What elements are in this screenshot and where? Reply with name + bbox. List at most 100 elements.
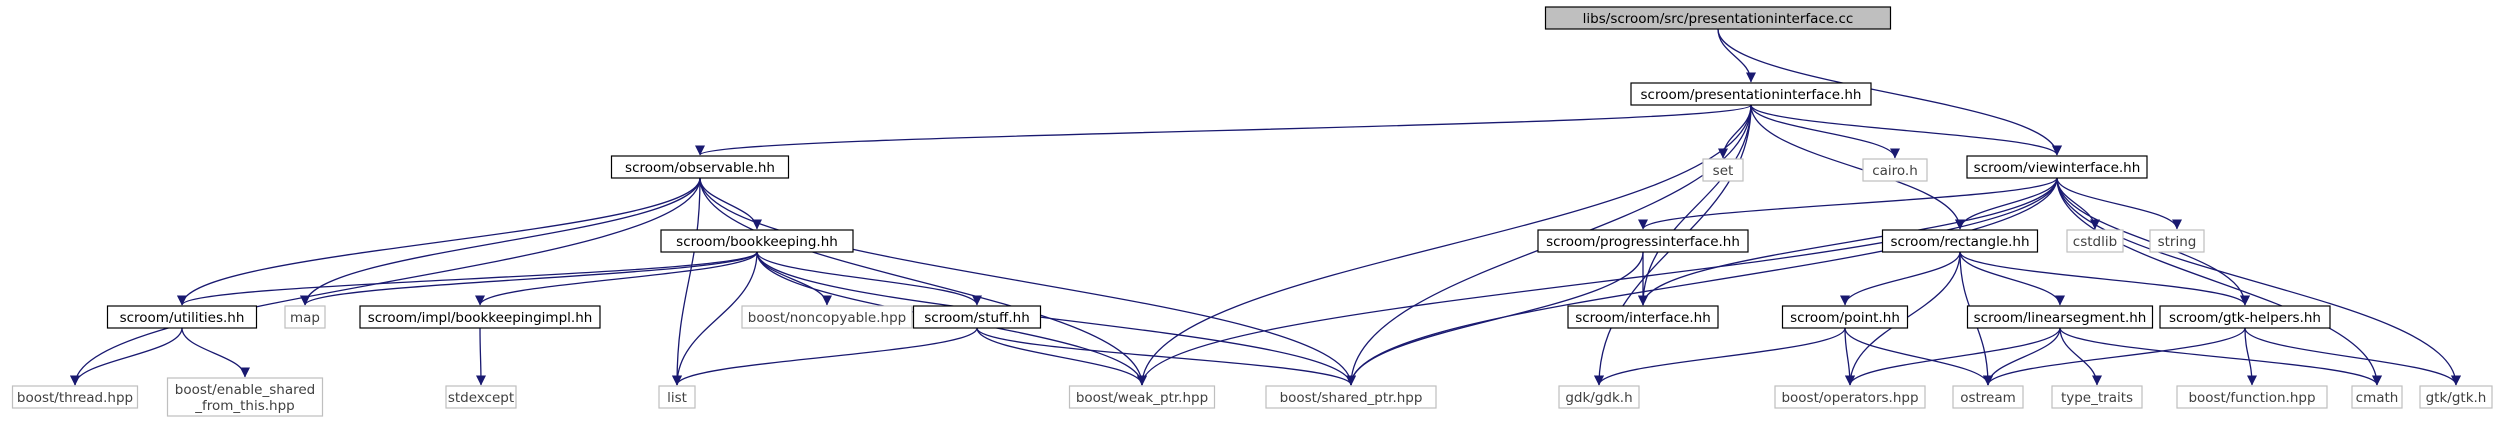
node-box-root bbox=[1544, 6, 1892, 30]
edge-obs-to-weak bbox=[699, 177, 1147, 386]
edge-obs-to-shared bbox=[699, 177, 1356, 386]
node-bkimpl[interactable]: scroom/impl/bookkeepingimpl.hh bbox=[359, 305, 601, 329]
node-label-lineseg: scroom/linearsegment.hh bbox=[1974, 310, 2147, 326]
node-label-obs: scroom/observable.hh bbox=[625, 160, 775, 176]
node-tt: type_traits bbox=[2051, 385, 2143, 409]
node-box-shared bbox=[1265, 385, 1437, 409]
edge-gtkh-to-gtk bbox=[2244, 327, 2461, 386]
edge-obs-to-bk bbox=[699, 177, 762, 230]
node-set: set bbox=[1702, 158, 1744, 182]
edge-root-to-pi bbox=[1717, 28, 1756, 83]
node-label-pi: scroom/presentationinterface.hh bbox=[1641, 87, 1862, 103]
node-cmath: cmath bbox=[2351, 385, 2403, 409]
edge-lineseg-to-tt bbox=[2059, 327, 2102, 386]
edge-gtkh-to-ostream bbox=[1983, 327, 2246, 386]
node-box-stdexcept bbox=[445, 385, 517, 409]
node-rect[interactable]: scroom/rectangle.hh bbox=[1881, 229, 2039, 253]
node-box-thread bbox=[11, 385, 139, 409]
node-box-stuff bbox=[912, 305, 1042, 329]
node-label-cairo: cairo.h bbox=[1872, 163, 1918, 179]
node-label-bkimpl: scroom/impl/bookkeepingimpl.hh bbox=[368, 310, 593, 326]
node-gtk: gtk/gtk.h bbox=[2419, 385, 2493, 409]
node-label-esft-line-1: boost/enable_shared bbox=[175, 382, 315, 398]
edge-util-to-esft bbox=[181, 327, 250, 378]
node-label-stuff: scroom/stuff.hh bbox=[924, 310, 1030, 326]
node-label-tt: type_traits bbox=[2061, 390, 2133, 406]
edge-gtkh-to-func bbox=[2244, 327, 2257, 386]
edge-vi-to-weak bbox=[1137, 177, 2058, 386]
edge-pi-to-weak bbox=[1137, 104, 1752, 386]
node-cstdlib: cstdlib bbox=[2066, 229, 2124, 253]
node-box-map bbox=[284, 305, 326, 329]
node-stuff[interactable]: scroom/stuff.hh bbox=[912, 305, 1042, 329]
node-box-bk bbox=[660, 229, 854, 253]
node-box-iface bbox=[1567, 305, 1719, 329]
node-label-map: map bbox=[290, 310, 320, 326]
node-obs[interactable]: scroom/observable.hh bbox=[610, 155, 790, 179]
node-iface[interactable]: scroom/interface.hh bbox=[1567, 305, 1719, 329]
node-label-gdk: gdk/gdk.h bbox=[1565, 390, 1632, 406]
node-weak: boost/weak_ptr.hpp bbox=[1068, 385, 1216, 409]
node-gdk: gdk/gdk.h bbox=[1558, 385, 1640, 409]
node-label-set: set bbox=[1713, 163, 1734, 179]
node-label-ostream: ostream bbox=[1960, 390, 2016, 406]
node-label-weak: boost/weak_ptr.hpp bbox=[1076, 390, 1208, 406]
node-label-progi: scroom/progressinterface.hh bbox=[1546, 234, 1740, 250]
node-box-bkimpl bbox=[359, 305, 601, 329]
node-box-gtkh bbox=[2159, 305, 2331, 329]
node-box-vi bbox=[1966, 155, 2148, 179]
node-box-util bbox=[106, 305, 258, 329]
edge-lineseg-to-cmath bbox=[2059, 327, 2382, 386]
node-box-obs bbox=[610, 155, 790, 179]
edge-bk-to-stuff bbox=[756, 251, 982, 306]
edge-obs-to-map bbox=[300, 177, 701, 306]
node-label-esft-line-2: _from_this.hpp bbox=[194, 398, 295, 414]
edge-stuff-to-shared bbox=[976, 327, 1356, 386]
node-box-cairo bbox=[1862, 158, 1928, 182]
edges bbox=[70, 28, 2461, 386]
node-label-point: scroom/point.hh bbox=[1790, 310, 1900, 326]
node-label-list: list bbox=[667, 390, 687, 406]
edge-pi-to-vi bbox=[1750, 104, 2062, 156]
node-bk[interactable]: scroom/bookkeeping.hh bbox=[660, 229, 854, 253]
node-box-progi bbox=[1537, 229, 1749, 253]
edge-pi-to-rect bbox=[1750, 104, 1965, 230]
node-util[interactable]: scroom/utilities.hh bbox=[106, 305, 258, 329]
node-label-cstdlib: cstdlib bbox=[2073, 234, 2117, 250]
node-box-lineseg bbox=[1966, 305, 2154, 329]
edge-vi-to-progi bbox=[1638, 177, 2058, 230]
node-noncopy: boost/noncopyable.hpp bbox=[741, 305, 913, 329]
edge-bk-to-map bbox=[300, 251, 758, 306]
edge-obs-to-util bbox=[177, 177, 701, 306]
nodes: libs/scroom/src/presentationinterface.cc… bbox=[11, 6, 2493, 417]
node-label-root: libs/scroom/src/presentationinterface.cc bbox=[1583, 11, 1854, 27]
node-point[interactable]: scroom/point.hh bbox=[1781, 305, 1909, 329]
node-func: boost/function.hpp bbox=[2176, 385, 2328, 409]
node-box-tt bbox=[2051, 385, 2143, 409]
node-pi[interactable]: scroom/presentationinterface.hh bbox=[1630, 82, 1872, 106]
node-gtkh[interactable]: scroom/gtk-helpers.hh bbox=[2159, 305, 2331, 329]
edge-root-to-vi bbox=[1717, 28, 2062, 156]
edge-rect-to-point bbox=[1840, 251, 1961, 306]
node-label-func: boost/function.hpp bbox=[2188, 390, 2315, 406]
edge-vi-to-string bbox=[2056, 177, 2182, 230]
node-label-thread: boost/thread.hpp bbox=[17, 390, 133, 406]
node-string: string bbox=[2149, 229, 2205, 253]
node-label-string: string bbox=[2158, 234, 2197, 250]
edge-progi-to-shared bbox=[1346, 251, 1644, 386]
node-box-weak bbox=[1068, 385, 1216, 409]
node-box-ops bbox=[1774, 385, 1926, 409]
edge-obs-to-list bbox=[672, 177, 701, 386]
node-label-bk: scroom/bookkeeping.hh bbox=[676, 234, 838, 250]
node-ostream: ostream bbox=[1952, 385, 2024, 409]
node-stdexcept: stdexcept bbox=[445, 385, 517, 409]
node-shared: boost/shared_ptr.hpp bbox=[1265, 385, 1437, 409]
node-box-noncopy bbox=[741, 305, 913, 329]
node-progi[interactable]: scroom/progressinterface.hh bbox=[1537, 229, 1749, 253]
node-vi[interactable]: scroom/viewinterface.hh bbox=[1966, 155, 2148, 179]
edge-point-to-ops bbox=[1844, 327, 1855, 386]
node-lineseg[interactable]: scroom/linearsegment.hh bbox=[1966, 305, 2154, 329]
edge-stuff-to-list bbox=[672, 327, 978, 386]
node-map: map bbox=[284, 305, 326, 329]
